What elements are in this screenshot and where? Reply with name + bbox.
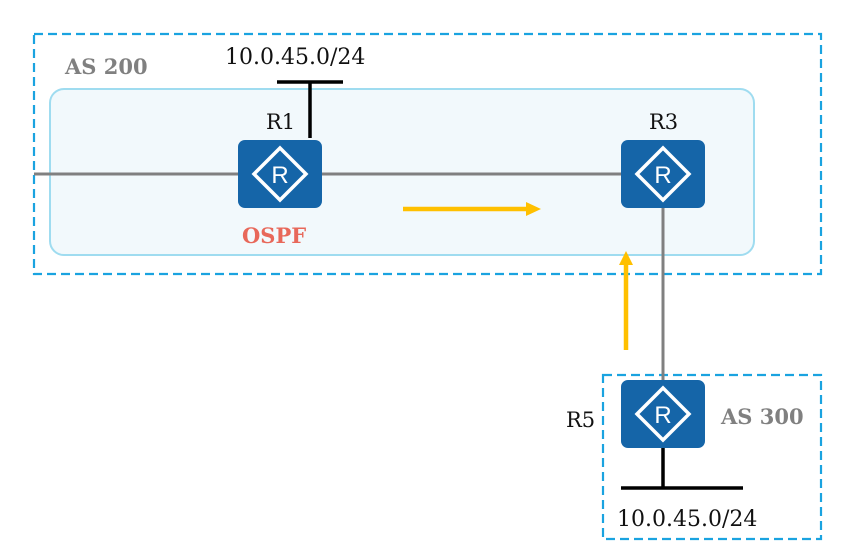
arrow-r5-r3 xyxy=(619,251,633,350)
network-label-r5: 10.0.45.0/24 xyxy=(617,507,757,532)
svg-text:R: R xyxy=(271,162,288,189)
router-label-r3: R3 xyxy=(649,110,678,134)
as300-label: AS 300 xyxy=(720,404,804,429)
router-label-r5: R5 xyxy=(566,408,595,432)
as200-label: AS 200 xyxy=(64,54,148,79)
svg-text:R: R xyxy=(654,402,671,429)
router-icon: R xyxy=(634,385,692,443)
svg-text:R: R xyxy=(654,162,671,189)
as300-boundary xyxy=(601,373,823,541)
router-r5[interactable]: R xyxy=(621,380,705,448)
ospf-area xyxy=(49,88,755,256)
router-label-r1: R1 xyxy=(266,110,295,134)
router-r3[interactable]: R xyxy=(621,140,705,208)
router-r1[interactable]: R xyxy=(238,140,322,208)
arrow-r1-r3 xyxy=(403,202,541,216)
router-icon: R xyxy=(634,145,692,203)
ospf-label: OSPF xyxy=(242,223,306,248)
router-icon: R xyxy=(251,145,309,203)
as200-boundary xyxy=(32,32,823,276)
network-label-r1: 10.0.45.0/24 xyxy=(225,45,365,70)
